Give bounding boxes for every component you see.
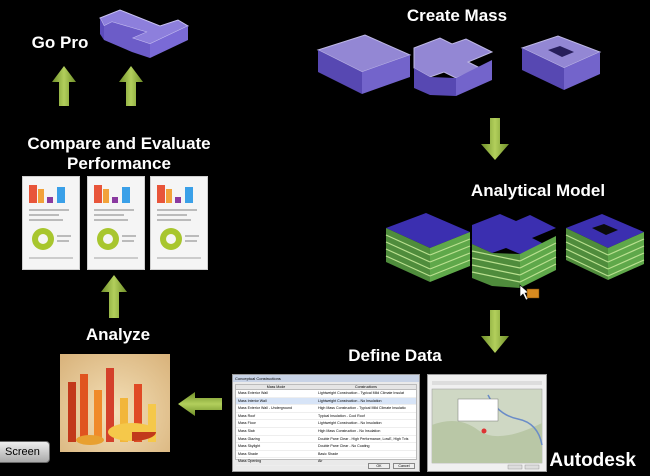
table-row[interactable]: Mass Glazing Double Pane Clear - High Per…	[236, 436, 416, 444]
go-pro-label: Go Pro	[31, 33, 89, 52]
conceptual-constructions-dialog: Conceptual Constructions Mass Mode Const…	[232, 374, 420, 472]
arrow-down-analytical	[481, 310, 509, 353]
row-mass-mode: Mass Slab	[238, 428, 255, 433]
report-thumbnail-2	[87, 176, 145, 270]
arrow-left-analyze	[178, 392, 222, 416]
arrow-up-compare	[101, 275, 127, 318]
row-mass-mode: Mass Shade	[238, 451, 258, 456]
analytical-block-3	[565, 214, 645, 280]
row-construction: Basic Shade	[318, 451, 339, 456]
create-mass-label: Create Mass	[406, 6, 508, 25]
analyze-label: Analyze	[85, 325, 151, 344]
cancel-button[interactable]: Cancel	[393, 463, 415, 469]
arrow-up-gopro-left	[52, 66, 76, 106]
table-row[interactable]: Mass Exterior Wall Lightweight Constructi…	[236, 390, 416, 398]
table-row[interactable]: Mass Roof Typical Insulation - Cool Roof	[236, 413, 416, 421]
row-construction: Lightweight Construction - Typical Mild …	[318, 391, 405, 395]
row-construction: Typical Insulation - Cool Roof	[318, 413, 365, 418]
row-construction: Double Pane Clear - High Performance, Lo…	[318, 436, 409, 441]
row-construction: Air	[318, 459, 323, 464]
arrow-up-gopro-right	[119, 66, 143, 106]
table-row[interactable]: Mass Shade Basic Shade	[236, 451, 416, 459]
analyze-bars	[68, 368, 156, 445]
table-row[interactable]: Mass Slab High Mass Construction - No Ins…	[236, 428, 416, 436]
location-map	[431, 381, 543, 470]
mass-block-2	[413, 37, 494, 96]
row-mass-mode: Mass Floor	[238, 421, 256, 426]
row-mass-mode: Mass Skylight	[238, 444, 261, 449]
table-row[interactable]: Mass Floor Lightweight Construction - No …	[236, 420, 416, 428]
col-mass-mode: Mass Mode	[266, 385, 286, 389]
dialog-title: Conceptual Constructions	[233, 375, 419, 382]
cursor-icon	[519, 284, 540, 301]
report-thumbnail-3	[150, 176, 208, 270]
table-row[interactable]: Mass Opening Air	[236, 458, 416, 466]
row-construction: Double Pane Clear - No Coating	[318, 444, 370, 449]
mass-block-3	[520, 35, 602, 90]
mass-block-1	[316, 34, 412, 94]
analytical-model-label: Analytical Model	[470, 181, 606, 200]
row-construction: High Mass Construction - Typical Mild Cl…	[318, 406, 406, 411]
autodesk-logo: Autodesk	[549, 450, 636, 471]
screen-button[interactable]: Screen	[0, 441, 50, 463]
report-chart-1	[29, 185, 73, 259]
arrow-down-create	[481, 118, 509, 160]
analyze-illustration	[60, 354, 170, 452]
row-mass-mode: Mass Interior Wall	[238, 398, 267, 403]
report-chart-3	[157, 185, 201, 259]
table-row[interactable]: Mass Interior Wall Lightweight Constructi…	[236, 397, 416, 406]
row-construction: High Mass Construction - No Insulation	[318, 428, 381, 433]
row-construction: Lightweight Construction - No Insulation	[318, 398, 382, 403]
analytical-block-2	[471, 214, 557, 288]
col-constructions: Constructions	[355, 385, 377, 389]
report-chart-2	[94, 185, 138, 259]
location-map-dialog	[427, 374, 547, 472]
table-row[interactable]: Mass Exterior Wall - Underground High Mas…	[236, 405, 416, 413]
row-mass-mode: Mass Roof	[238, 413, 256, 418]
compare-label: Compare and Evaluate Performance	[27, 134, 211, 173]
row-mass-mode: Mass Exterior Wall	[238, 391, 268, 395]
dialog-table: Mass Mode Constructions Mass Exterior Wa…	[235, 384, 417, 466]
report-thumbnail-1	[22, 176, 80, 270]
ok-button[interactable]: OK	[368, 463, 390, 469]
row-mass-mode: Mass Opening	[238, 459, 262, 464]
row-construction: Lightweight Construction - No Insulation	[318, 421, 382, 426]
row-mass-mode: Mass Exterior Wall - Underground	[238, 406, 292, 411]
row-mass-mode: Mass Glazing	[238, 436, 260, 441]
mass-block-gopro	[99, 9, 190, 58]
table-row[interactable]: Mass Skylight Double Pane Clear - No Coat…	[236, 443, 416, 451]
define-data-label: Define Data	[348, 346, 442, 365]
analytical-block-1	[385, 213, 471, 282]
